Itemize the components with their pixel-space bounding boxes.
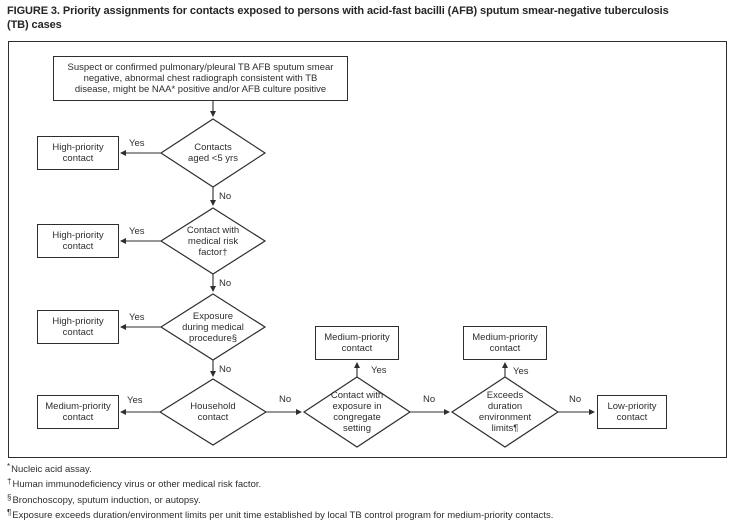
- outcome-high-priority-1: High-priority contact: [37, 136, 119, 170]
- footnote-marker: *: [7, 462, 11, 471]
- yes-label-household: Yes: [127, 395, 143, 406]
- flow-connectors: [120, 101, 595, 448]
- yes-label-medical-risk-factor: Yes: [129, 226, 145, 237]
- no-label-aged-under-5: No: [219, 191, 232, 202]
- footnote-text: Bronchoscopy, sputum induction, or autop…: [12, 494, 201, 506]
- flow-arrows: [120, 101, 595, 415]
- footnote-duration-limits: ¶Exposure exceeds duration/environment l…: [7, 507, 731, 521]
- decision-diamond-duration-limits: [450, 376, 560, 448]
- footnote-text: Human immunodeficiency virus or other me…: [12, 479, 262, 491]
- decision-aged-under-5-label: Contacts aged <5 yrs: [188, 142, 238, 164]
- footnotes: *Nucleic acid assay. †Human immunodefici…: [7, 461, 731, 521]
- footnote-text: Exposure exceeds duration/environment li…: [12, 509, 554, 521]
- footnote-marker: †: [7, 477, 12, 487]
- decision-congregate-setting-label: Contact with exposure in congregate sett…: [330, 390, 384, 434]
- no-label-duration-limits: No: [569, 394, 582, 405]
- flowchart-panel: Suspect or confirmed pulmonary/pleural T…: [8, 41, 727, 458]
- decision-diamond-congregate-setting: [302, 376, 412, 448]
- outcome-high-priority-3: High-priority contact: [37, 310, 119, 344]
- outcome-high-priority-2: High-priority contact: [37, 224, 119, 258]
- yes-label-medical-procedure: Yes: [129, 312, 145, 323]
- footnote-hiv: †Human immunodeficiency virus or other m…: [7, 476, 731, 491]
- footnote-text: Nucleic acid assay.: [11, 464, 92, 475]
- outcome-medium-priority-household: Medium-priority contact: [37, 395, 119, 429]
- no-label-household: No: [279, 394, 292, 405]
- footnote-marker: §: [7, 492, 12, 502]
- decision-medical-procedure-label: Exposure during medical procedure§: [182, 310, 244, 344]
- decision-duration-limits-label: Exceeds duration environment limits¶: [478, 390, 532, 434]
- outcome-medium-priority-congregate: Medium-priority contact: [315, 326, 399, 360]
- figure-title: FIGURE 3. Priority assignments for conta…: [7, 5, 669, 31]
- yes-label-aged-under-5: Yes: [129, 138, 145, 149]
- outcome-medium-priority-duration: Medium-priority contact: [463, 326, 547, 360]
- footnote-nucleic-acid: *Nucleic acid assay.: [7, 461, 731, 476]
- yes-label-duration-limits: Yes: [513, 366, 529, 377]
- no-label-medical-procedure: No: [219, 364, 232, 375]
- outcome-low-priority: Low-priority contact: [597, 395, 667, 429]
- footnote-bronchoscopy: §Bronchoscopy, sputum induction, or auto…: [7, 492, 731, 507]
- footnote-marker: ¶: [7, 507, 12, 517]
- decision-household-label: Household contact: [190, 401, 236, 423]
- no-label-medical-risk-factor: No: [219, 278, 232, 289]
- start-node: Suspect or confirmed pulmonary/pleural T…: [53, 56, 348, 101]
- no-label-congregate-setting: No: [423, 394, 436, 405]
- decision-diamond-household: [158, 378, 268, 446]
- decision-medical-risk-factor-label: Contact with medical risk factor†: [186, 224, 240, 258]
- yes-label-congregate-setting: Yes: [371, 365, 387, 376]
